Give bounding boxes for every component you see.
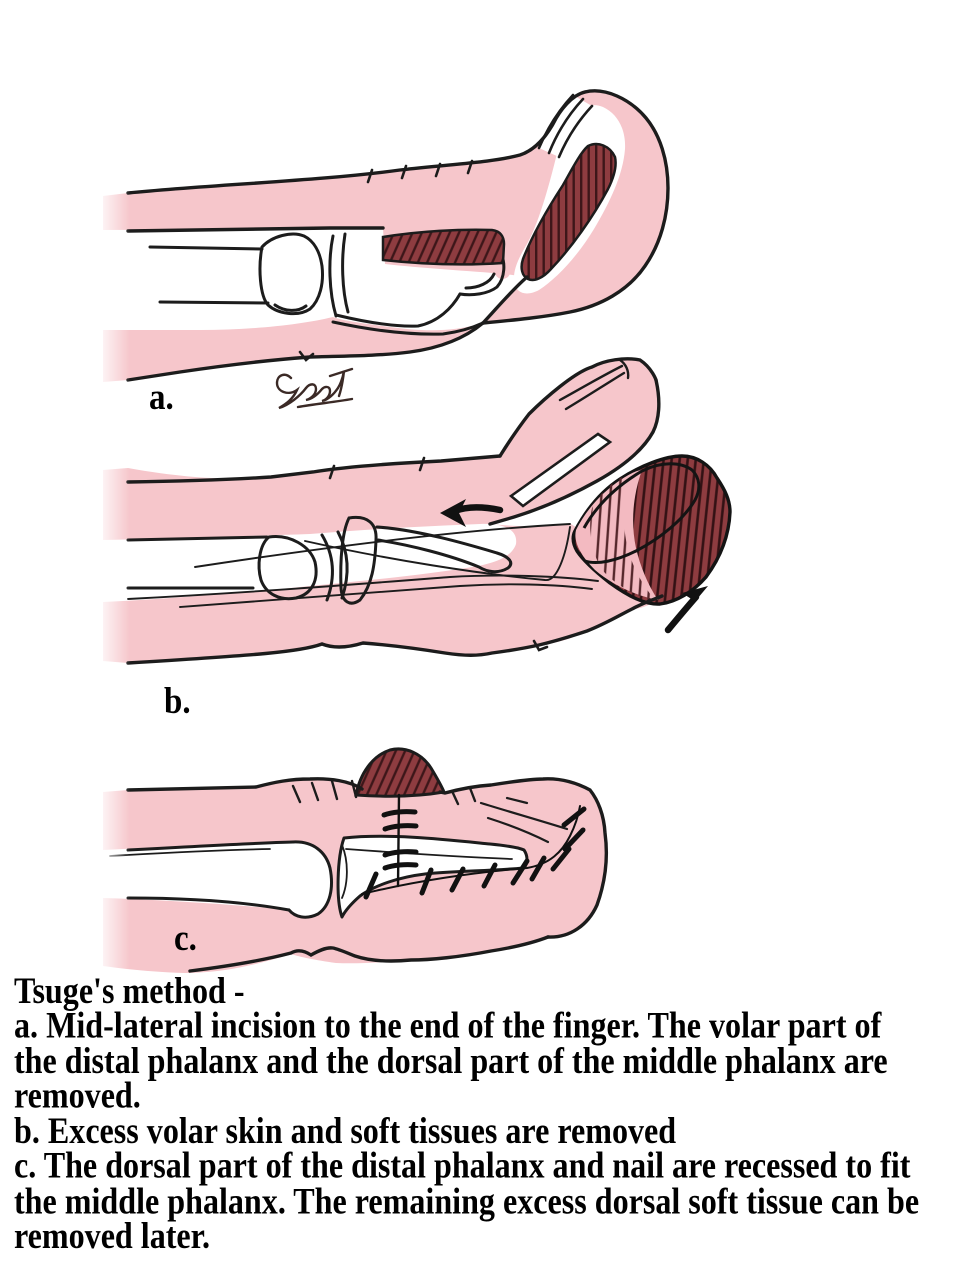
svg-text:b.: b. [164, 680, 191, 721]
svg-text:c.: c. [174, 917, 197, 958]
svg-text:a.: a. [149, 376, 174, 417]
